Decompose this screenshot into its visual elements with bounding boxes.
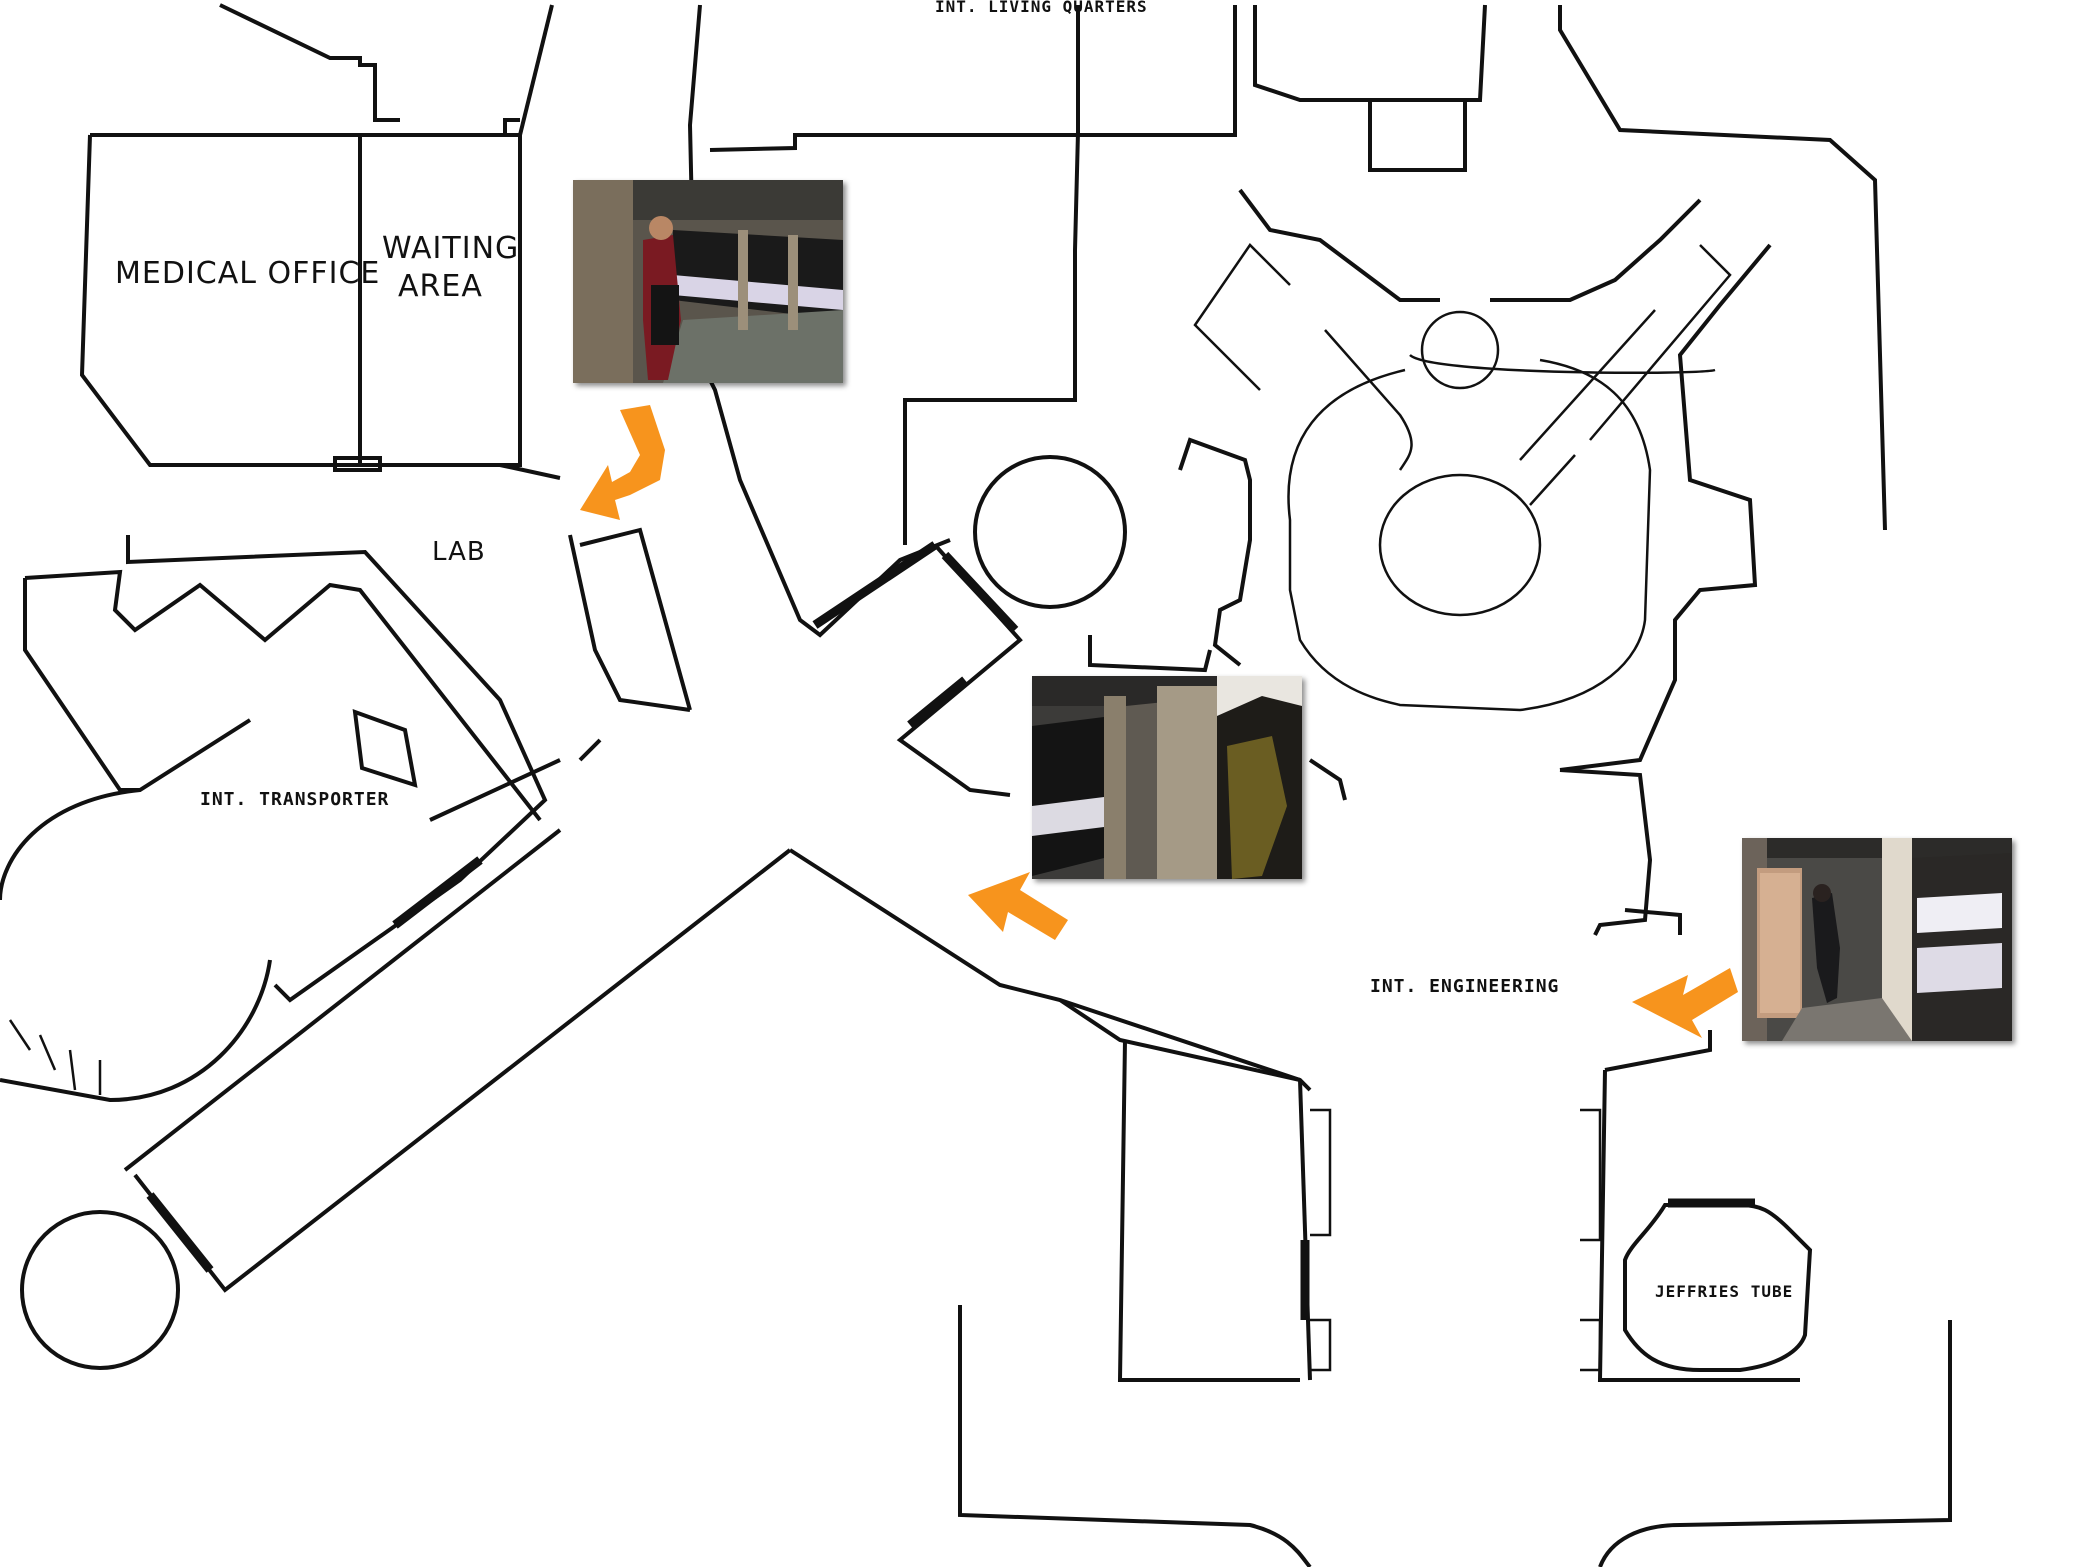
lower-engineering (958, 998, 1952, 1567)
arrow-left-icon (1632, 968, 1738, 1038)
medical-office-room (79, 3, 561, 480)
corridor-photo-icon (1032, 676, 1302, 879)
still-engineering-corridor (1742, 838, 2012, 1041)
lower-left-corridor (20, 738, 1312, 1370)
engineering-core (1178, 188, 1772, 936)
still-corridor-wall (1032, 676, 1302, 879)
central-corridor (687, 4, 1887, 797)
waiting-area-label-1: WAITING (382, 231, 519, 266)
still-corridor-riker (573, 180, 843, 383)
engineering-label: INT. ENGINEERING (1370, 976, 1559, 997)
lab-room (23, 527, 692, 1003)
corridor-photo-icon (1742, 838, 2012, 1041)
curved-arrow-icon (580, 405, 665, 520)
transporter-room (0, 788, 272, 1103)
living-quarters-label: INT. LIVING QUARTERS (935, 0, 1148, 16)
transporter-label: INT. TRANSPORTER (200, 789, 389, 810)
lab-label: LAB (432, 537, 486, 567)
medical-office-label: MEDICAL OFFICE (115, 256, 380, 291)
waiting-area-label-2: AREA (398, 269, 483, 304)
arrow-left-icon (968, 872, 1068, 940)
jeffries-tube-label: JEFFRIES TUBE (1655, 1282, 1793, 1301)
corridor-photo-icon (573, 180, 843, 383)
